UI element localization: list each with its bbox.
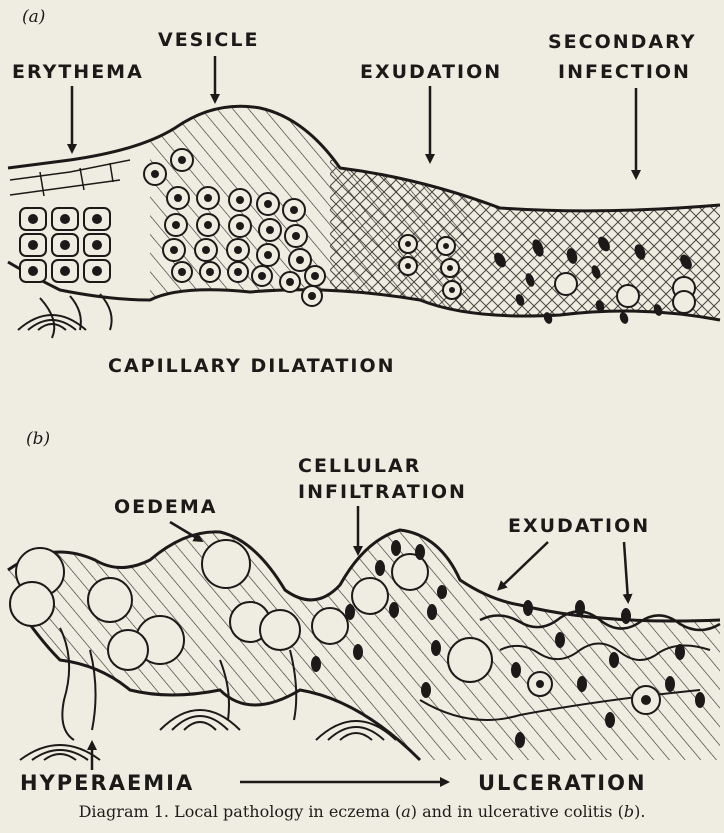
label-hyperaemia: HYPERAEMIA <box>20 771 194 795</box>
label-secondary: SECONDARY <box>548 31 697 53</box>
panel-b-tag: (b) <box>26 429 50 449</box>
arrow-oedema <box>169 520 204 543</box>
eczema-skin-section <box>7 104 721 339</box>
label-infiltration: INFILTRATION <box>298 481 467 503</box>
label-infection: INFECTION <box>558 61 691 83</box>
caption-a: a <box>401 802 411 821</box>
label-capillary-dilatation: CAPILLARY DILATATION <box>108 355 396 377</box>
caption-mid: ) and in ulcerative colitis ( <box>410 802 624 821</box>
label-cellular: CELLULAR <box>298 455 421 477</box>
caption-b: b <box>623 802 635 821</box>
panel-a-tag: (a) <box>22 7 45 27</box>
label-exudation-a: EXUDATION <box>360 61 502 83</box>
label-erythema: ERYTHEMA <box>12 61 144 83</box>
colitis-mucosa-section <box>7 528 721 762</box>
arrow-exudation-b-left <box>497 541 549 591</box>
caption-end: ). <box>634 802 646 821</box>
label-ulceration: ULCERATION <box>478 771 647 795</box>
caption-lead: Diagram 1. Local pathology in eczema ( <box>78 802 402 821</box>
label-oedema: OEDEMA <box>114 496 218 518</box>
label-vesicle: VESICLE <box>158 29 259 51</box>
label-exudation-b: EXUDATION <box>508 515 650 537</box>
arrow-exudation-b-right <box>622 541 633 604</box>
figure-caption: Diagram 1. Local pathology in eczema (a)… <box>0 802 724 821</box>
